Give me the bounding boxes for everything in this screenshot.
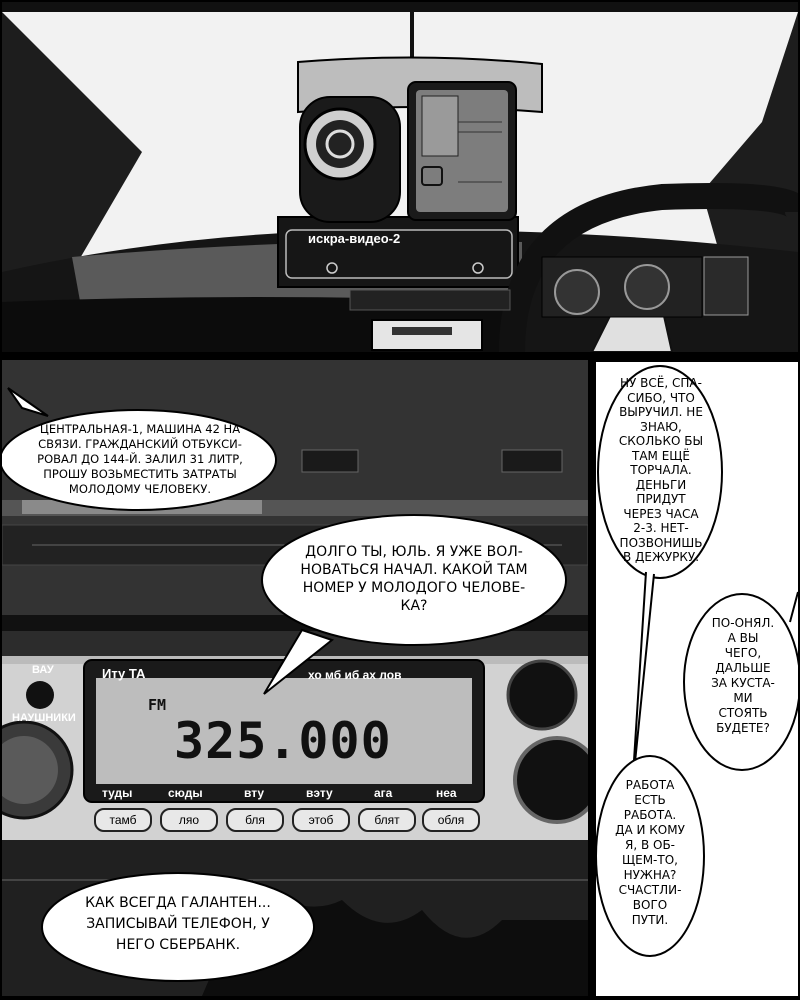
soft-labels-row: туды сюды вту вэту ага неа <box>98 786 478 802</box>
lcd-band: FM <box>148 696 167 714</box>
soft-label: вэту <box>306 786 333 800</box>
radio-button-4[interactable]: этоб <box>292 808 350 832</box>
speech-bubble-bottom: КАК ВСЕГДА ГАЛАНТЕН... ЗАПИСЫВАЙ ТЕЛЕФОН… <box>85 895 271 953</box>
radio-header-right: хо мб иб ах лов <box>308 668 402 682</box>
speech-bubble-dispatch: ЦЕНТРАЛЬНАЯ-1, МАШИНА 42 НА СВЯЗИ. ГРАЖД… <box>37 422 243 496</box>
radio-button-2[interactable]: ляо <box>160 808 218 832</box>
soft-label: сюды <box>168 786 203 800</box>
bubble-shapes <box>2 387 567 982</box>
panel-dashboard: искра-видео-2 <box>2 2 798 352</box>
soft-label: туды <box>102 786 133 800</box>
lcd-frequency: 325.000 <box>174 712 392 770</box>
radio-button-5[interactable]: блят <box>358 808 416 832</box>
soft-label: неа <box>436 786 457 800</box>
radio-button-1[interactable]: тамб <box>94 808 152 832</box>
radio-button-6[interactable]: обля <box>422 808 480 832</box>
speech-bubble-reply: ДОЛГО ТЫ, ЮЛЬ. Я УЖЕ ВОЛ- НОВАТЬСЯ НАЧАЛ… <box>300 544 528 614</box>
speech-bubble-thanks: НУ ВСЁ, СПА- СИБО, ЧТО ВЫРУЧИЛ. НЕ ЗНАЮ,… <box>618 376 704 564</box>
radio-button-3[interactable]: бля <box>226 808 284 832</box>
speech-bubble-question: ПО-ОНЯЛ. А ВЫ ЧЕГО, ДАЛЬШЕ ЗА КУСТА- МИ … <box>711 616 775 735</box>
panel-dialogue: НУ ВСЁ, СПА- СИБО, ЧТО ВЫРУЧИЛ. НЕ ЗНАЮ,… <box>596 362 798 996</box>
dialogue-bubble-shapes <box>596 365 798 957</box>
soft-label: ага <box>374 786 393 800</box>
radio-brand: Иту ТА <box>102 666 146 681</box>
radio-label-vau: ВАУ <box>32 664 54 676</box>
device-label: искра-видео-2 <box>308 231 401 246</box>
soft-label: вту <box>244 786 265 800</box>
panel-radio: ВАУ НАУШНИКИ Иту ТА хо мб иб ах лов FM 3… <box>2 360 588 996</box>
radio-label-headphones: НАУШНИКИ <box>12 712 76 724</box>
dashboard-illustration <box>2 2 798 352</box>
speech-bubble-goodbye: РАБОТА ЕСТЬ РАБОТА. ДА И КОМУ Я, В ОБ- Щ… <box>615 778 685 927</box>
